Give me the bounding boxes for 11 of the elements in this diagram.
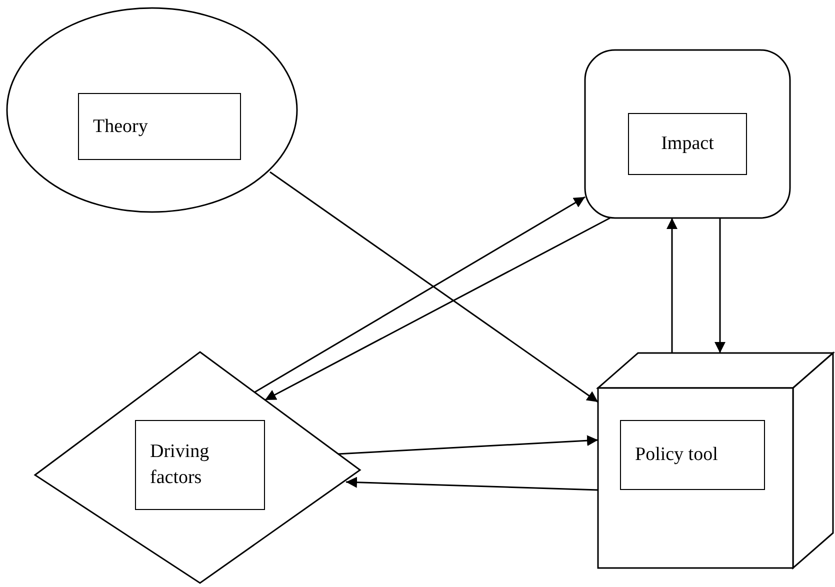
text-box: Driving factors (135, 420, 265, 510)
text-box: Impact (628, 113, 747, 175)
arrow (666, 218, 678, 353)
arrow (338, 435, 598, 455)
text-box: Theory (78, 93, 241, 160)
arrow (254, 196, 586, 393)
arrow (714, 218, 726, 353)
arrow (270, 171, 598, 403)
arrow (264, 217, 610, 401)
text-box: Policy tool (620, 420, 765, 490)
arrow (346, 476, 598, 491)
